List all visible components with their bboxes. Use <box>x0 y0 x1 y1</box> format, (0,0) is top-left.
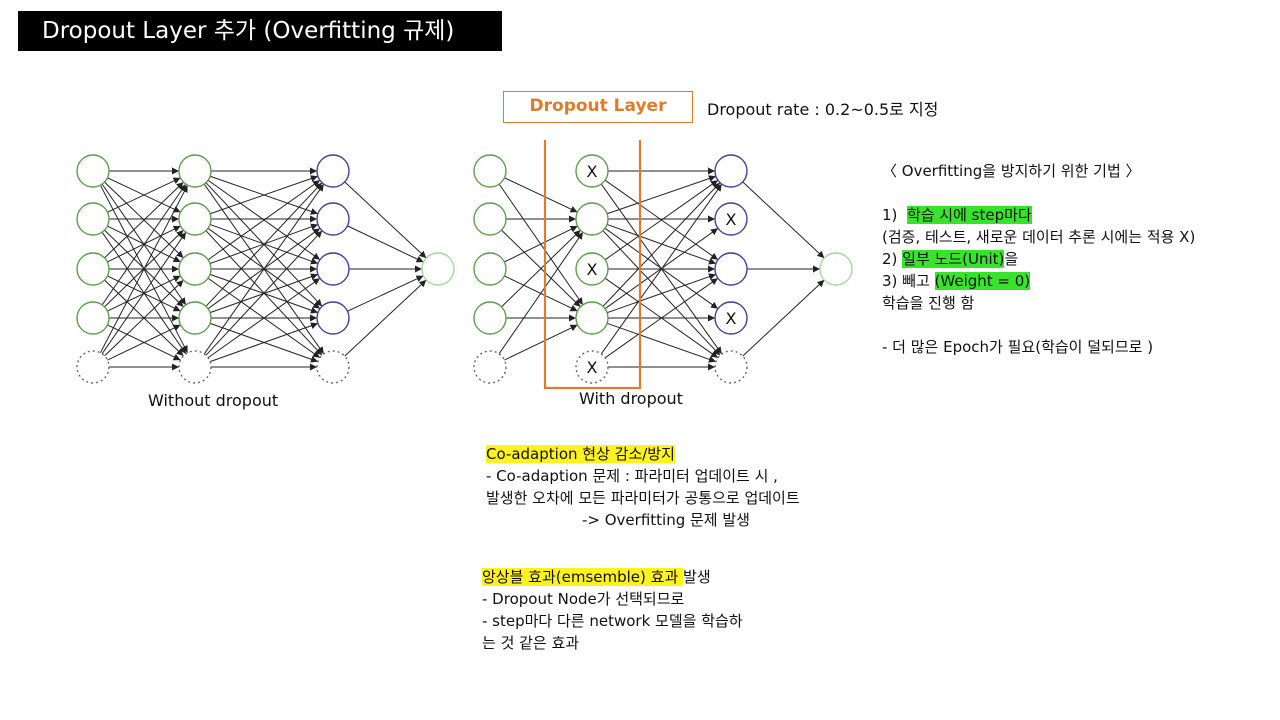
technique-notes: 〈 Overfitting을 방지하기 위한 기법 〉 1) 학습 시에 ste… <box>882 160 1195 358</box>
step-1-highlight: 학습 시에 step마다 <box>906 206 1032 224</box>
ensemble-heading: 앙상블 효과(emsemble) 효과 <box>482 568 684 586</box>
hidden-node <box>178 154 212 188</box>
connection-edge <box>205 230 323 356</box>
connection-edge <box>107 177 181 213</box>
hidden-node <box>178 301 212 335</box>
bias-node <box>575 350 609 384</box>
connection-edge <box>600 183 723 355</box>
hidden-node <box>575 252 609 286</box>
output-node <box>421 252 455 286</box>
bias-node <box>178 350 212 384</box>
connection-edge <box>504 177 578 213</box>
connection-edge <box>107 324 181 361</box>
dropped-node-mark: X <box>587 260 598 279</box>
notes-step-1-detail: (검증, 테스트, 새로운 데이터 추론 시에는 적용 X) <box>882 228 1196 246</box>
connection-edge <box>101 183 187 306</box>
network-without-dropout <box>76 154 455 384</box>
connection-edge <box>606 175 717 215</box>
input-node <box>473 252 507 286</box>
connection-edge <box>606 322 717 363</box>
dropout-rate-text: Dropout rate : 0.2~0.5로 지정 <box>707 100 939 119</box>
co-adaption-heading: Co-adaption 현상 감소/방지 <box>486 445 675 463</box>
input-node <box>473 202 507 236</box>
hidden-node <box>178 252 212 286</box>
network-with-dropout: X X X X X <box>473 140 853 390</box>
connection-edge <box>207 179 321 261</box>
input-node <box>76 301 110 335</box>
hidden-node <box>575 202 609 236</box>
slide-title: Dropout Layer 추가 (Overfitting 규제) <box>18 11 502 51</box>
connection-edge <box>742 181 825 259</box>
hidden-node <box>714 301 748 335</box>
connection-edge <box>347 225 424 263</box>
dropout-layer-box <box>543 140 642 390</box>
connection-edge <box>209 175 319 215</box>
connection-edge <box>602 182 721 307</box>
step-2-highlight: 일부 노드(Unit) <box>902 250 1005 268</box>
connection-edge <box>504 324 578 361</box>
caption-without-dropout: Without dropout <box>148 391 279 410</box>
output-node <box>819 252 853 286</box>
connection-edge <box>101 231 187 355</box>
connection-edge <box>207 277 321 359</box>
connection-edge <box>604 179 719 261</box>
notes-heading: 〈 Overfitting을 방지하기 위한 기법 〉 <box>882 162 1141 180</box>
input-node <box>473 301 507 335</box>
connection-edge <box>104 279 184 357</box>
ensemble-line-1: - Dropout Node가 선택되므로 <box>482 590 685 608</box>
co-adaption-line-3: -> Overfitting 문제 발생 <box>582 511 750 529</box>
caption-with-dropout: With dropout <box>579 389 683 408</box>
connection-edge <box>344 279 427 357</box>
dropped-node-mark: X <box>726 210 737 229</box>
connection-edge <box>742 279 825 357</box>
input-node <box>76 202 110 236</box>
dropped-node-mark: X <box>726 309 737 328</box>
connection-edge <box>604 277 719 359</box>
hidden-node <box>316 202 350 236</box>
connection-edge <box>498 231 584 355</box>
connection-edge <box>209 322 319 363</box>
ensemble-line-2: - step마다 다른 network 모델을 학습하 <box>482 612 743 630</box>
connection-edge <box>104 181 184 259</box>
hidden-node <box>316 301 350 335</box>
bias-node <box>76 350 110 384</box>
connection-edge <box>205 182 323 307</box>
input-node <box>76 154 110 188</box>
bias-node <box>316 350 350 384</box>
hidden-node <box>575 154 609 188</box>
dropped-node-mark: X <box>587 162 598 181</box>
connection-edge <box>203 183 325 355</box>
connection-edge <box>347 275 424 312</box>
dropped-node-mark: X <box>587 358 598 377</box>
notes-epoch: - 더 많은 Epoch가 필요(학습이 덜되므로 ) <box>882 338 1154 356</box>
connection-edge <box>99 184 189 354</box>
connection-edge <box>504 225 578 263</box>
notes-step-1: 1) 학습 시에 step마다 <box>882 206 1032 224</box>
connection-edge <box>501 229 581 308</box>
hidden-node <box>714 154 748 188</box>
input-node <box>473 154 507 188</box>
bias-node <box>714 350 748 384</box>
connection-edge <box>344 181 427 259</box>
hidden-node <box>714 202 748 236</box>
hidden-node <box>178 202 212 236</box>
hidden-node <box>714 252 748 286</box>
input-node <box>76 252 110 286</box>
hidden-node <box>575 301 609 335</box>
bias-node <box>473 350 507 384</box>
hidden-node <box>316 154 350 188</box>
connection-edge <box>606 273 717 314</box>
hidden-node <box>316 252 350 286</box>
co-adaption-line-2: 발생한 오차에 모든 파라미터가 공통으로 업데이트 <box>486 489 800 507</box>
notes-step-3: 3) 빼고 (Weight = 0) <box>882 272 1031 290</box>
co-adaption-line-1: - Co-adaption 문제 : 파라미터 업데이트 시 , <box>486 467 778 485</box>
ensemble-block: 앙상블 효과(emsemble) 효과 발생 - Dropout Node가 선… <box>482 568 743 652</box>
notes-step-2: 2) 일부 노드(Unit)을 <box>882 250 1019 268</box>
notes-step-4: 학습을 진행 함 <box>882 294 975 312</box>
dropout-layer-label: Dropout Layer <box>503 91 693 123</box>
ensemble-line-3: 는 것 같은 효과 <box>482 634 580 652</box>
step-3-highlight: (Weight = 0) <box>934 272 1031 290</box>
co-adaption-block: Co-adaption 현상 감소/방지 - Co-adaption 문제 : … <box>486 443 800 531</box>
